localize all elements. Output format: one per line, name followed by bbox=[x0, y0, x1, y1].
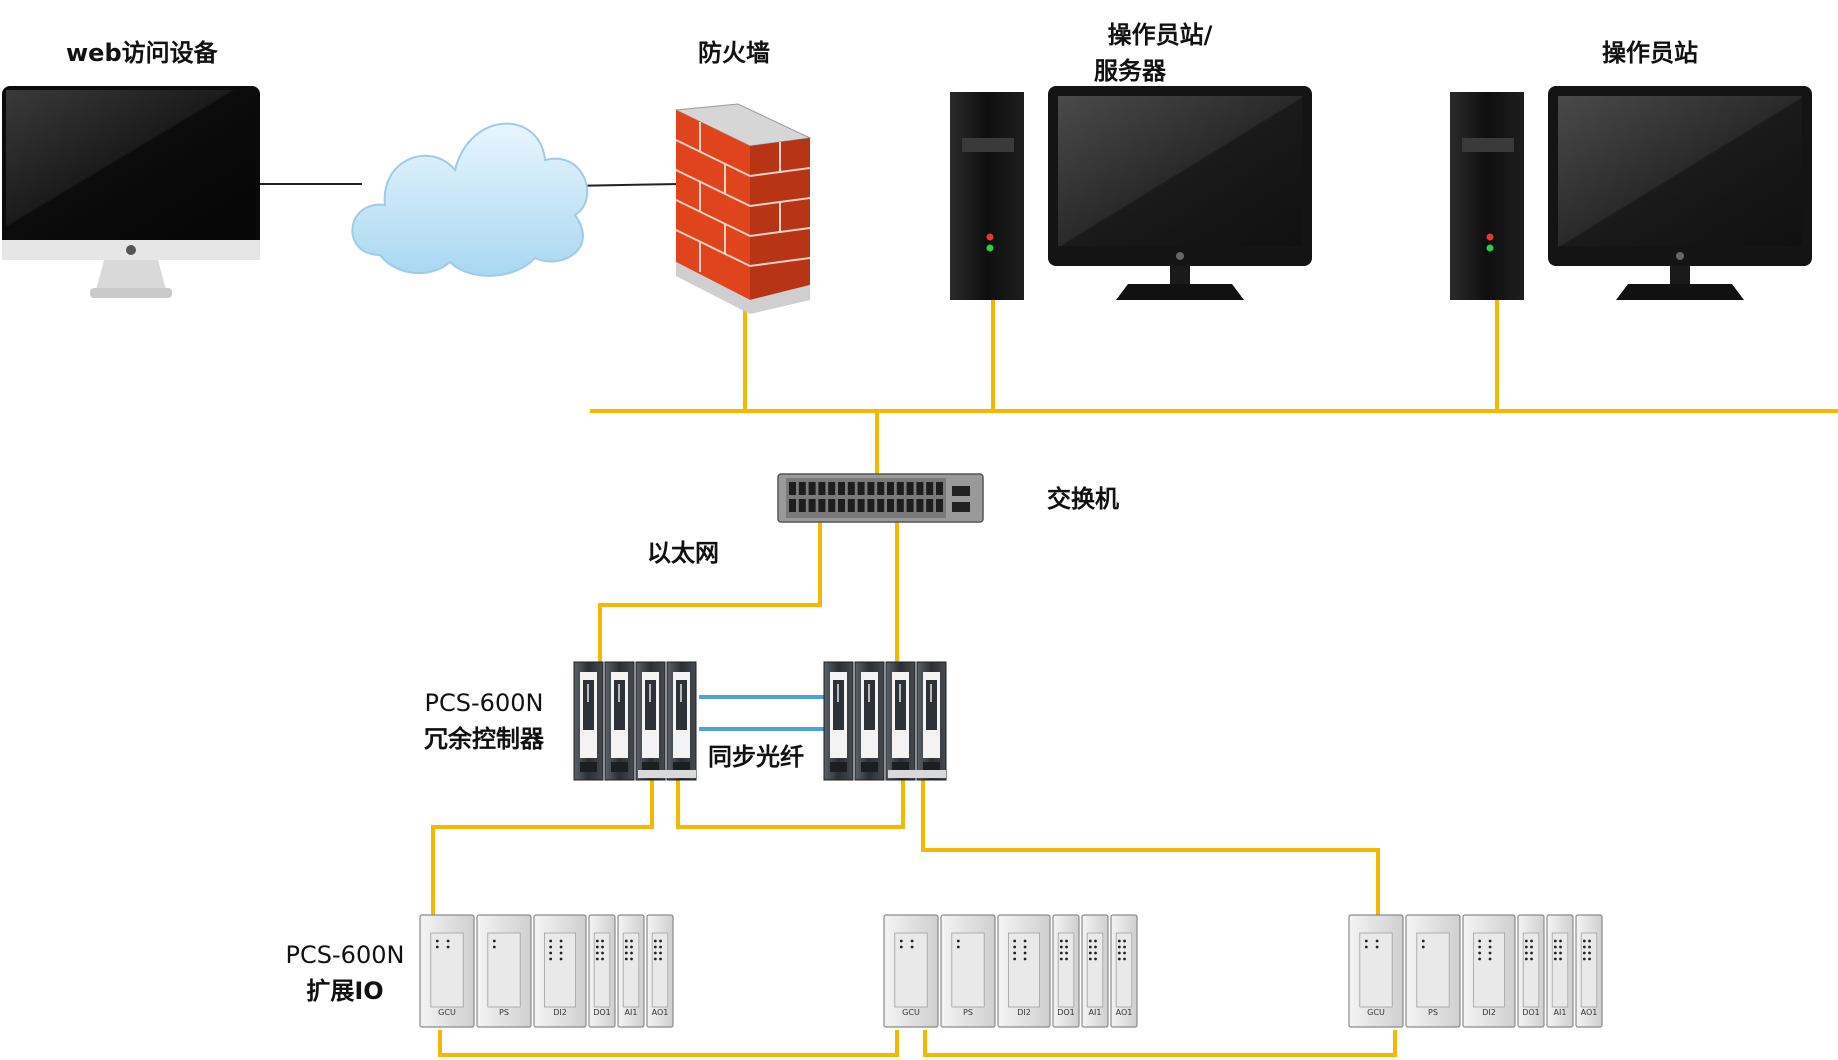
io-module: PS bbox=[940, 914, 996, 1028]
io-module-label: AI1 bbox=[1554, 1008, 1567, 1017]
io-module-label: AO1 bbox=[1116, 1008, 1133, 1017]
controller-model-label: PCS-600N bbox=[424, 689, 544, 717]
io-module: PS bbox=[476, 914, 532, 1028]
io-module: GCU bbox=[883, 914, 939, 1028]
monitor-icon bbox=[1048, 86, 1312, 300]
firewall-icon bbox=[674, 103, 812, 314]
io-module-label: PS bbox=[1428, 1008, 1438, 1017]
io-module-label: AO1 bbox=[1581, 1008, 1598, 1017]
io-module: DI2 bbox=[997, 914, 1051, 1028]
controller-name-label: 冗余控制器 bbox=[424, 725, 544, 753]
io-module-label: AO1 bbox=[652, 1008, 669, 1017]
imac-monitor-icon bbox=[2, 86, 260, 298]
io-module: AI1 bbox=[1081, 914, 1109, 1028]
web-device-label: web访问设备 bbox=[66, 39, 218, 67]
desktop-tower-icon bbox=[1450, 92, 1524, 300]
controller-a-to-io1 bbox=[431, 780, 654, 917]
operator-server-label-line1: 操作员站/ bbox=[1107, 21, 1213, 49]
monitor-icon bbox=[1548, 86, 1812, 300]
operator-server-label-line2: 服务器 bbox=[1094, 57, 1166, 85]
io-module-label: GCU bbox=[1367, 1008, 1385, 1017]
io-model-label: PCS-600N bbox=[285, 941, 405, 969]
controller-b-to-io3 bbox=[921, 780, 1380, 917]
io-module: DO1 bbox=[1052, 914, 1080, 1028]
operator-station-label: 操作员站 bbox=[1602, 39, 1698, 67]
io-module: AI1 bbox=[1546, 914, 1574, 1028]
io-module: PS bbox=[1405, 914, 1461, 1028]
sync-fiber-lines bbox=[699, 695, 825, 731]
io2-to-io3 bbox=[923, 1030, 1397, 1057]
io-module-label: DI2 bbox=[1482, 1008, 1496, 1017]
io-module: DO1 bbox=[1517, 914, 1545, 1028]
io-module: AI1 bbox=[617, 914, 645, 1028]
switch-to-controller-a bbox=[598, 522, 822, 662]
io-module-label: AI1 bbox=[1089, 1008, 1102, 1017]
io-module-label: DO1 bbox=[593, 1008, 611, 1017]
io-module-label: GCU bbox=[438, 1008, 456, 1017]
network-switch-icon bbox=[777, 473, 984, 523]
plc-controller-icon bbox=[573, 661, 697, 781]
io-module: GCU bbox=[1348, 914, 1404, 1028]
io-module-label: DI2 bbox=[553, 1008, 567, 1017]
io-module-label: PS bbox=[963, 1008, 973, 1017]
io-module-label: DO1 bbox=[1522, 1008, 1540, 1017]
cloud-icon bbox=[351, 122, 589, 277]
firewall-label: 防火墙 bbox=[698, 39, 770, 67]
io-module-label: GCU bbox=[902, 1008, 920, 1017]
io-module-rack-icon: GCU PS DI2 DO1 AI1 AO1 bbox=[419, 914, 674, 1028]
io-module-label: PS bbox=[499, 1008, 509, 1017]
controller-a-to-controller-b bbox=[676, 780, 905, 829]
io-module-label: DO1 bbox=[1057, 1008, 1075, 1017]
ethernet-bus bbox=[431, 300, 1838, 1057]
io-module-rack-icon: GCU PS DI2 DO1 AI1 AO1 bbox=[1348, 914, 1603, 1028]
io-name-label: 扩展IO bbox=[306, 977, 384, 1005]
desktop-tower-icon bbox=[950, 92, 1024, 300]
connection-lines bbox=[258, 183, 1838, 1057]
plc-controller-icon bbox=[823, 661, 947, 781]
io-module-rack-icon: GCU PS DI2 DO1 AI1 AO1 bbox=[883, 914, 1138, 1028]
switch-label: 交换机 bbox=[1047, 485, 1119, 513]
io-module: DI2 bbox=[1462, 914, 1516, 1028]
io-module: AO1 bbox=[646, 914, 674, 1028]
io1-to-io2 bbox=[438, 1030, 899, 1057]
io-module-label: AI1 bbox=[625, 1008, 638, 1017]
io-module: AO1 bbox=[1575, 914, 1603, 1028]
io-module: AO1 bbox=[1110, 914, 1138, 1028]
io-module: GCU bbox=[419, 914, 475, 1028]
io-rack-group: GCU PS DI2 DO1 AI1 AO1 GCU PS DI2 DO1 AI1 AO1 GCU PS D… bbox=[419, 914, 1603, 1028]
plc-controller-group bbox=[573, 661, 947, 781]
io-module-label: DI2 bbox=[1017, 1008, 1031, 1017]
ethernet-label: 以太网 bbox=[647, 539, 719, 567]
io-module: DI2 bbox=[533, 914, 587, 1028]
sync-fiber-label: 同步光纤 bbox=[708, 743, 804, 771]
io-module: DO1 bbox=[588, 914, 616, 1028]
